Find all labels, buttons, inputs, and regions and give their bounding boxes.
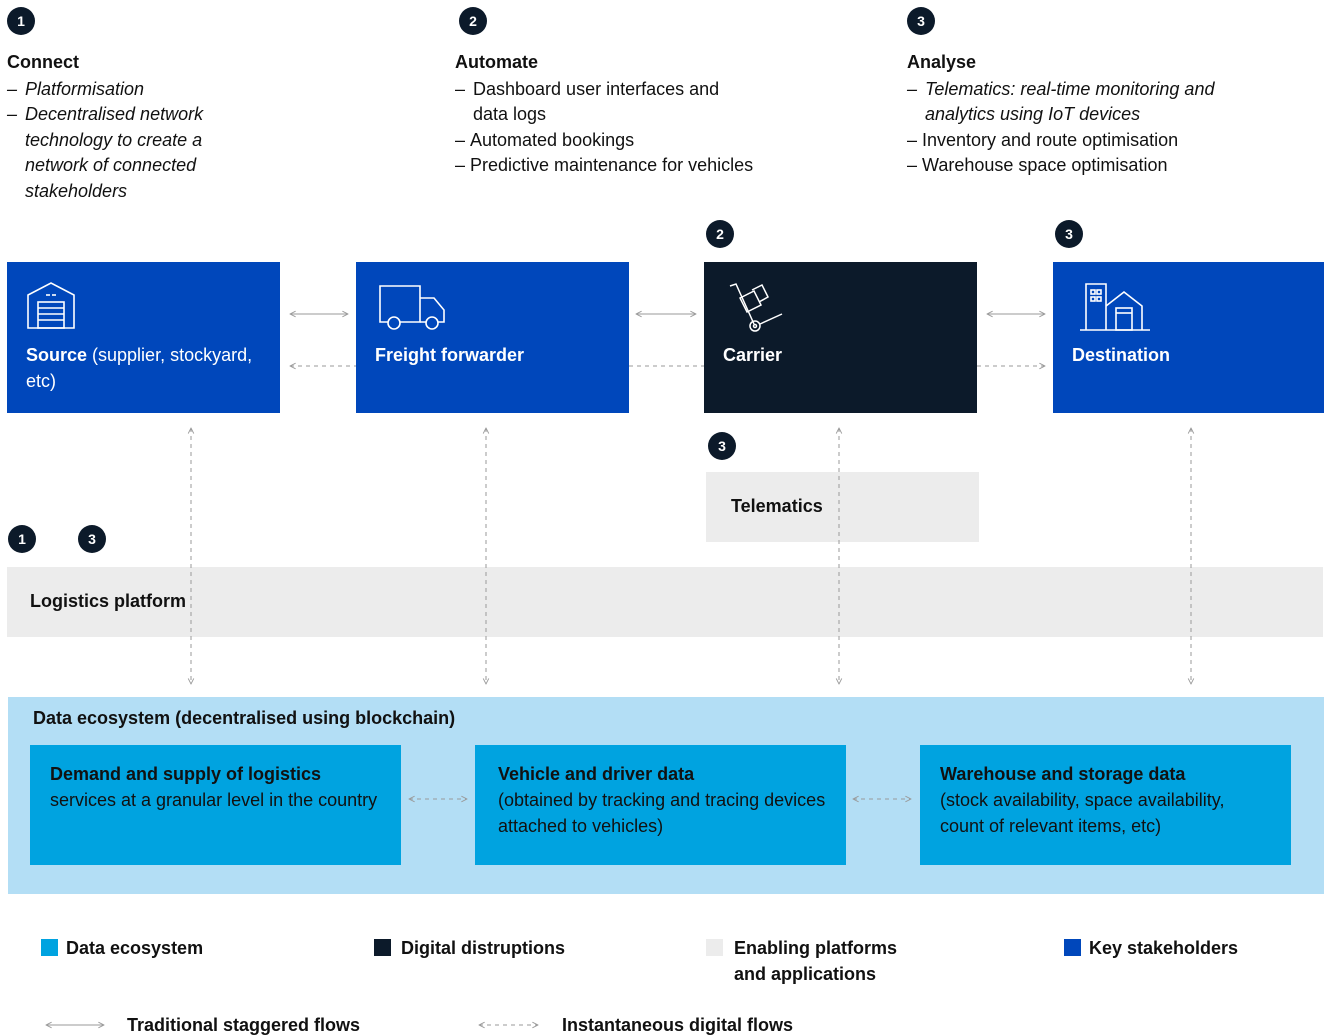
legend-digital-disruptions: Digital distruptions (401, 938, 565, 958)
phase-item: –Inventory and route optimisation (907, 129, 1179, 150)
legend-swatch-digital (374, 939, 391, 956)
platform-label: Logistics platform (30, 591, 187, 611)
telematics-label: Telematics (731, 496, 823, 516)
ecosystem-item-vehicle: Vehicle and driver data(obtained by trac… (475, 745, 846, 865)
ecosystem-item-demand: Demand and supply of logistics services … (30, 745, 401, 865)
legend-traditional-flows: Traditional staggered flows (127, 1015, 361, 1035)
telematics-badge: 3 (708, 432, 736, 460)
phase-2-badge: 2 (459, 7, 487, 35)
phase-item: –Decentralised network technology to cre… (7, 104, 204, 201)
ecosystem-item-warehouse: Warehouse and storage data(stock availab… (920, 745, 1291, 865)
legend-swatch-enabling (706, 939, 723, 956)
phase-analyse: Analyse –Telematics: real-time monitorin… (907, 50, 1237, 179)
warehouse-icon (25, 280, 77, 335)
platform-badge-1: 1 (8, 525, 36, 553)
carrier-box: Carrier (704, 262, 977, 413)
phase-item: –Warehouse space optimisation (907, 155, 1168, 175)
phase-item: –Telematics: real-time monitoring and an… (907, 78, 1215, 125)
ecosystem-title: Data ecosystem (decentralised using bloc… (33, 708, 456, 728)
legend-instantaneous-flows: Instantaneous digital flows (562, 1015, 794, 1035)
destination-label: Destination (1072, 345, 1171, 365)
logistics-platform-bar: Logistics platform (7, 567, 1323, 637)
destination-box: Destination (1053, 262, 1324, 413)
phase-title: Analyse (907, 52, 977, 72)
phase-connect: Connect –Platformisation –Decentralised … (7, 50, 247, 204)
legend-swatch-stakeholders (1064, 939, 1081, 956)
source-label: Source (supplier, stockyard, etc) (26, 345, 253, 391)
destination-badge: 3 (1055, 220, 1083, 248)
phase-title: Connect (7, 52, 79, 72)
phase-item: –Dashboard user interfaces and data logs (455, 78, 720, 125)
hand-truck-icon (726, 280, 784, 339)
carrier-badge: 2 (706, 220, 734, 248)
carrier-label: Carrier (723, 345, 783, 365)
phase-item: –Platformisation (7, 78, 145, 99)
truck-icon (378, 282, 448, 335)
legend-data-ecosystem: Data ecosystem (66, 938, 204, 958)
freight-label: Freight forwarder (375, 345, 525, 365)
phase-item: –Predictive maintenance for vehicles (455, 155, 754, 175)
legend-swatch-data-ecosystem (41, 939, 58, 956)
building-icon (1080, 282, 1152, 337)
phase-3-badge: 3 (907, 7, 935, 35)
telematics-box: Telematics (706, 472, 979, 542)
source-box: Source (supplier, stockyard, etc) (7, 262, 280, 413)
phase-1-badge: 1 (7, 7, 35, 35)
phase-title: Automate (455, 52, 539, 72)
legend-key-stakeholders: Key stakeholders (1089, 938, 1239, 958)
freight-forwarder-box: Freight forwarder (356, 262, 629, 413)
phase-item: –Automated bookings (455, 129, 635, 150)
platform-badge-3: 3 (78, 525, 106, 553)
phase-automate: Automate –Dashboard user interfaces and … (455, 50, 795, 179)
